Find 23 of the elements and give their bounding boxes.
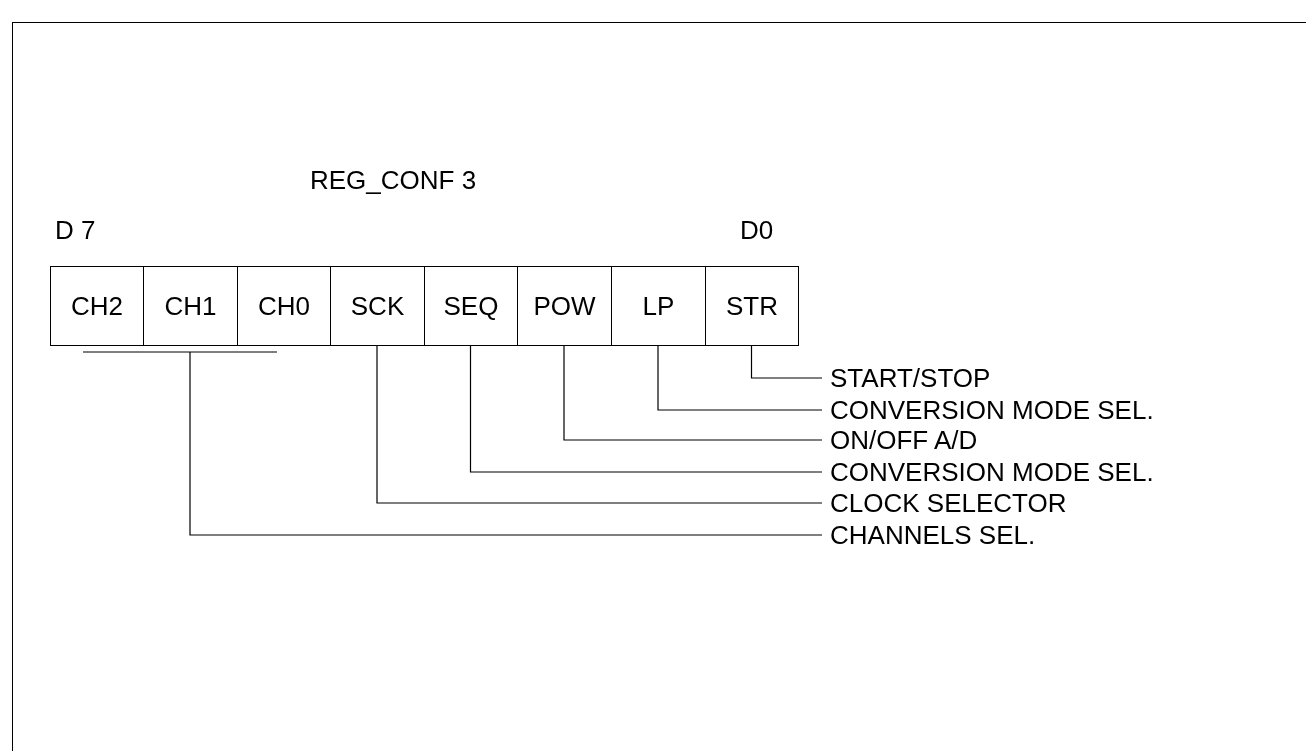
bit-description: START/STOP xyxy=(830,363,991,393)
register-bit-field: STR xyxy=(705,266,799,346)
bit-description: CONVERSION MODE SEL. xyxy=(830,457,1154,487)
register-bit-field: CH0 xyxy=(237,266,331,346)
bit-description: ON/OFF A/D xyxy=(830,425,978,455)
register-bit-field: SEQ xyxy=(424,266,518,346)
leader-line xyxy=(657,345,823,411)
bit-number: D 7 xyxy=(55,215,96,245)
register-bit-field: SCK xyxy=(330,266,425,346)
register-bit-field: LP xyxy=(611,266,706,346)
bit-description: CLOCK SELECTOR xyxy=(830,488,1067,518)
register-title: REG_CONF 3 xyxy=(310,165,477,195)
bit-description: CONVERSION MODE SEL. xyxy=(830,395,1154,425)
leader-line xyxy=(376,345,823,504)
leader-line xyxy=(469,345,823,473)
register-bit-field: POW xyxy=(517,266,612,346)
bit-description: CHANNELS SEL. xyxy=(830,520,1036,550)
register-bit-field: CH1 xyxy=(143,266,238,346)
leader-line xyxy=(750,345,823,379)
leader-line xyxy=(82,351,823,536)
bit-number: D0 xyxy=(740,215,774,245)
register-bit-field: CH2 xyxy=(50,266,144,346)
leader-line xyxy=(563,345,823,441)
